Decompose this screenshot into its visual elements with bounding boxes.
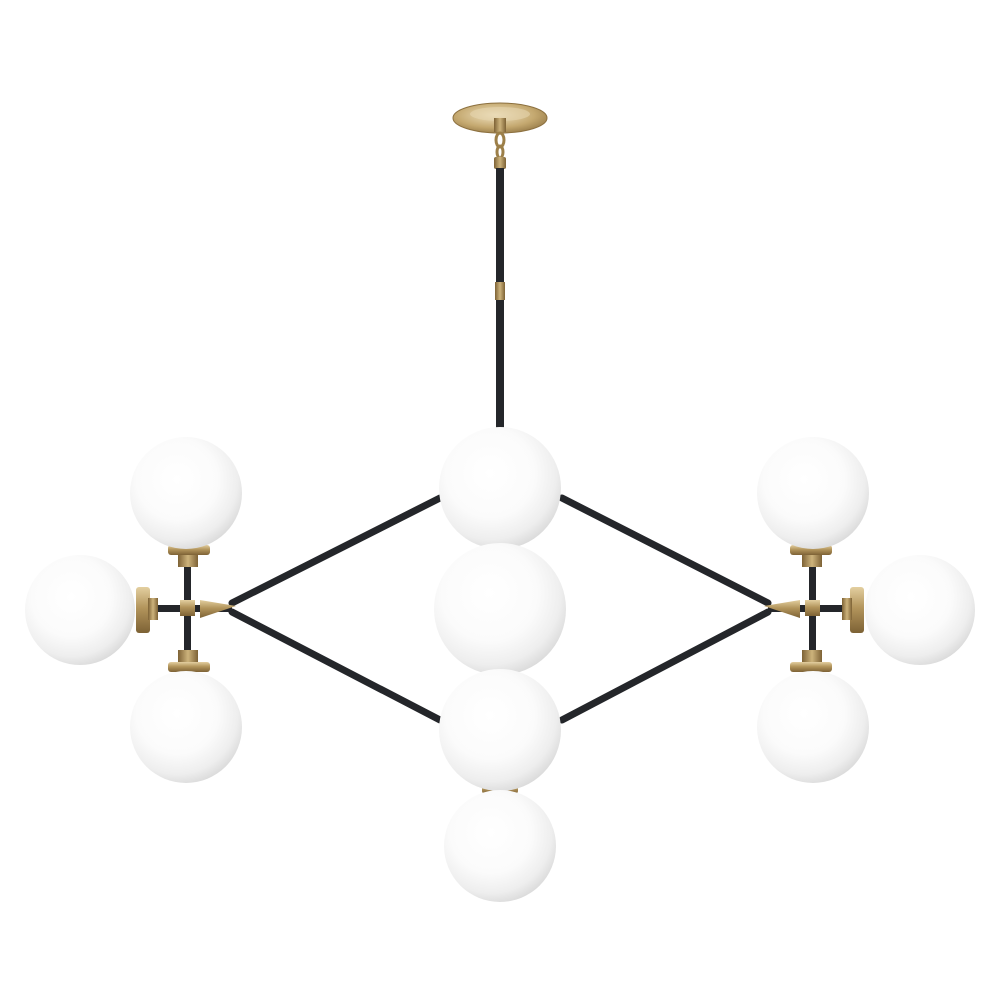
- globe-left-top: [130, 437, 242, 549]
- down-rod: [495, 168, 505, 430]
- hanging-chain: [494, 131, 506, 169]
- diamond-frame: [228, 494, 772, 724]
- globe-left-bottom: [130, 671, 242, 783]
- right-cluster-hub: [764, 545, 864, 672]
- ceiling-canopy: [452, 102, 548, 134]
- globe-center-2: [434, 543, 566, 675]
- globe-center-3: [439, 669, 561, 791]
- globes: [25, 427, 975, 902]
- globe-center-1: [439, 427, 561, 549]
- globe-right-bottom: [757, 671, 869, 783]
- globe-right-top: [757, 437, 869, 549]
- globe-center-4: [444, 790, 556, 902]
- globe-right-outer: [865, 555, 975, 665]
- globe-left-outer: [25, 555, 135, 665]
- left-cluster-hub: [136, 545, 236, 672]
